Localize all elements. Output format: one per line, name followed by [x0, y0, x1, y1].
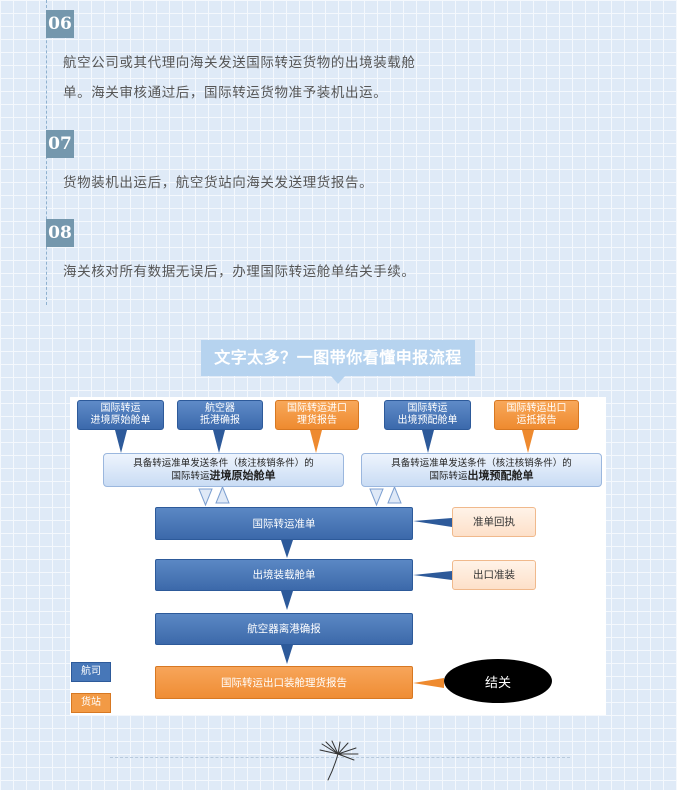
step-transfer-permit: 国际转运准单 [155, 507, 413, 540]
step-08-line-1: 海关核对所有数据无误后，办理国际转运舱单结关手续。 [63, 264, 416, 280]
main-arrow-2 [281, 591, 293, 610]
condition-outbound-manifest: 具备转运准单发送条件（核注核销条件）的国际转运出境预配舱单 [361, 453, 602, 487]
step-number-06: 06 [46, 10, 74, 38]
step-06-line-2: 单。海关审核通过后，国际转运货物准予装机出运。 [63, 85, 388, 101]
legend-cargo-station: 货站 [71, 693, 111, 713]
step-08-text: 海关核对所有数据无误后，办理国际转运舱单结关手续。 [63, 257, 503, 287]
node-inbound-original-manifest: 国际转运进境原始舱单 [77, 400, 164, 430]
main-arrow-1 [281, 540, 293, 558]
hollow-arrow-up-right [387, 485, 402, 504]
node-aircraft-arrival-report: 航空器抵港确报 [177, 400, 263, 430]
step-07-line-1: 货物装机出运后，航空货站向海关发送理货报告。 [63, 175, 374, 191]
declaration-flow-diagram: 国际转运进境原始舱单 航空器抵港确报 国际转运进口理货报告 国际转运出境预配舱单… [70, 397, 606, 715]
top-arrows [115, 430, 534, 453]
diagram-banner-title: 文字太多？一图带你看懂申报流程 [201, 340, 475, 376]
side-connector-1 [413, 518, 452, 527]
hollow-arrow-up-left [215, 485, 230, 504]
node-export-arrival-report: 国际转运出口运抵报告 [494, 400, 579, 430]
legend-airline: 航司 [71, 662, 111, 682]
arrow-top-5 [522, 430, 534, 453]
step-number-07: 07 [46, 130, 74, 158]
main-arrow-3 [281, 645, 293, 664]
arrow-top-1 [115, 430, 127, 453]
step-export-tally-report: 国际转运出口装舱理货报告 [155, 666, 413, 699]
footer-divider [110, 757, 570, 758]
arrow-top-4 [422, 430, 434, 453]
arrow-top-2 [213, 430, 225, 453]
end-connector [413, 678, 444, 688]
note-permit-receipt: 准单回执 [452, 507, 536, 537]
arrow-top-3 [310, 430, 322, 453]
step-06-text: 航空公司或其代理向海关发送国际转运货物的出境装载舱 单。海关审核通过后，国际转运… [63, 48, 503, 108]
banner-pointer [331, 376, 345, 384]
step-07-text: 货物装机出运后，航空货站向海关发送理货报告。 [63, 168, 503, 198]
hollow-arrow-down-left [198, 488, 213, 507]
note-export-clearance: 出口准装 [452, 560, 536, 590]
flow-connectors [115, 430, 534, 688]
hollow-arrows [198, 485, 402, 507]
end-customs-clearance: 结关 [444, 659, 552, 703]
node-outbound-preallocated-manifest: 国际转运出境预配舱单 [384, 400, 471, 430]
step-06-line-1: 航空公司或其代理向海关发送国际转运货物的出境装载舱 [63, 55, 416, 71]
step-outbound-loading-manifest: 出境装载舱单 [155, 559, 413, 591]
step-number-08: 08 [46, 219, 74, 247]
dandelion-icon [319, 740, 359, 781]
side-connector-2 [413, 571, 452, 580]
main-arrows [281, 540, 293, 664]
node-import-tally-report: 国际转运进口理货报告 [275, 400, 359, 430]
hollow-arrow-down-right [369, 488, 384, 507]
step-aircraft-departure-report: 航空器离港确报 [155, 613, 413, 645]
condition-inbound-manifest: 具备转运准单发送条件（核注核销条件）的国际转运进境原始舱单 [103, 453, 344, 487]
